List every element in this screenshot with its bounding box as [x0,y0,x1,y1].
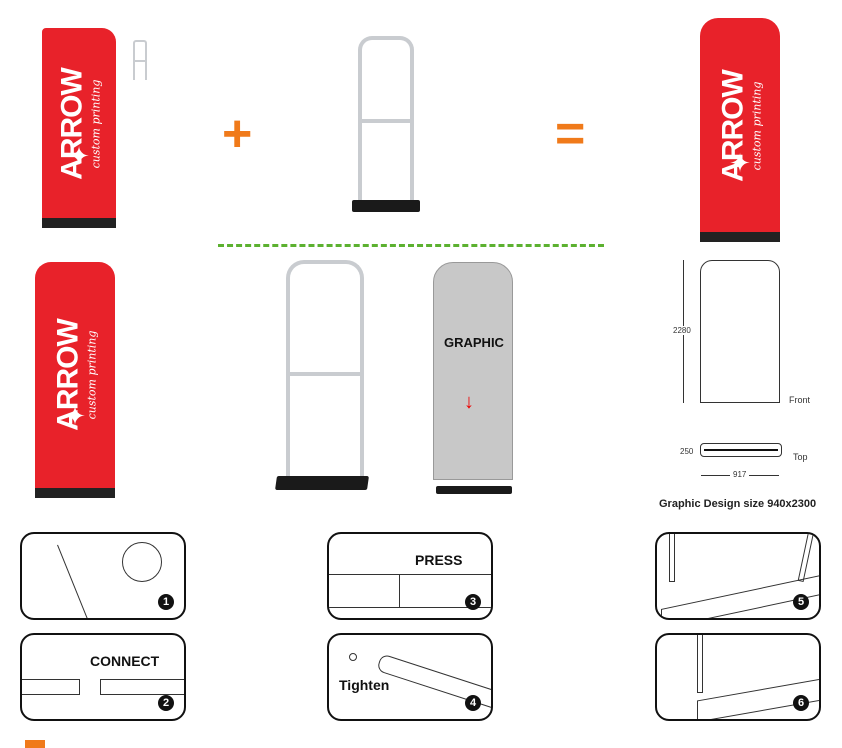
graphic-label: GRAPHIC [444,335,504,350]
top-label: Top [793,452,808,462]
arrow-down-icon: ↓ [464,391,474,413]
step-5-panel: 5 [655,532,821,620]
width-value: 917 [730,470,750,479]
step-number: 3 [465,594,481,610]
logo-tagline: custom printing [85,330,99,420]
banner-base [42,218,116,228]
logo-tagline: custom printing [750,81,764,170]
top-outline [700,443,782,457]
maple-leaf-icon: ✦ [729,148,751,179]
step-label: CONNECT [90,653,160,669]
logo-tagline: custom printing [89,79,103,169]
frame-large [286,260,364,480]
frame-base [275,476,369,490]
step-number: 2 [158,695,174,711]
step-2-panel: CONNECT 2 [20,633,186,721]
plus-sign: + [222,105,253,163]
graphic-sleeve: GRAPHIC ↓ [433,262,513,480]
step-number: 1 [158,594,174,610]
frame-base [352,200,420,212]
step-number: 6 [793,695,809,711]
step-number: 4 [465,695,481,711]
step-3-panel: PRESS 3 [327,532,493,620]
maple-leaf-icon: ✦ [64,400,86,431]
equals-sign: = [555,105,586,163]
height-value: 2280 [673,326,691,335]
orange-tab [25,740,45,748]
front-label: Front [789,395,811,405]
maple-leaf-icon: ✦ [68,141,90,171]
divider-dashed [218,244,604,247]
step-6-panel: 6 [655,633,821,721]
mini-frame-icon [133,40,147,80]
step-label: PRESS [415,552,463,568]
frame-product [358,36,414,204]
step-number: 5 [793,594,809,610]
step-label: Tighten [339,677,390,693]
design-size-caption: Graphic Design size 940x2300 [659,498,817,510]
depth-value: 250 [680,447,694,456]
sleeve-base [436,486,512,494]
step-4-panel: Tighten 4 [327,633,493,721]
front-outline [700,260,780,403]
step-1-panel: 1 [20,532,186,620]
